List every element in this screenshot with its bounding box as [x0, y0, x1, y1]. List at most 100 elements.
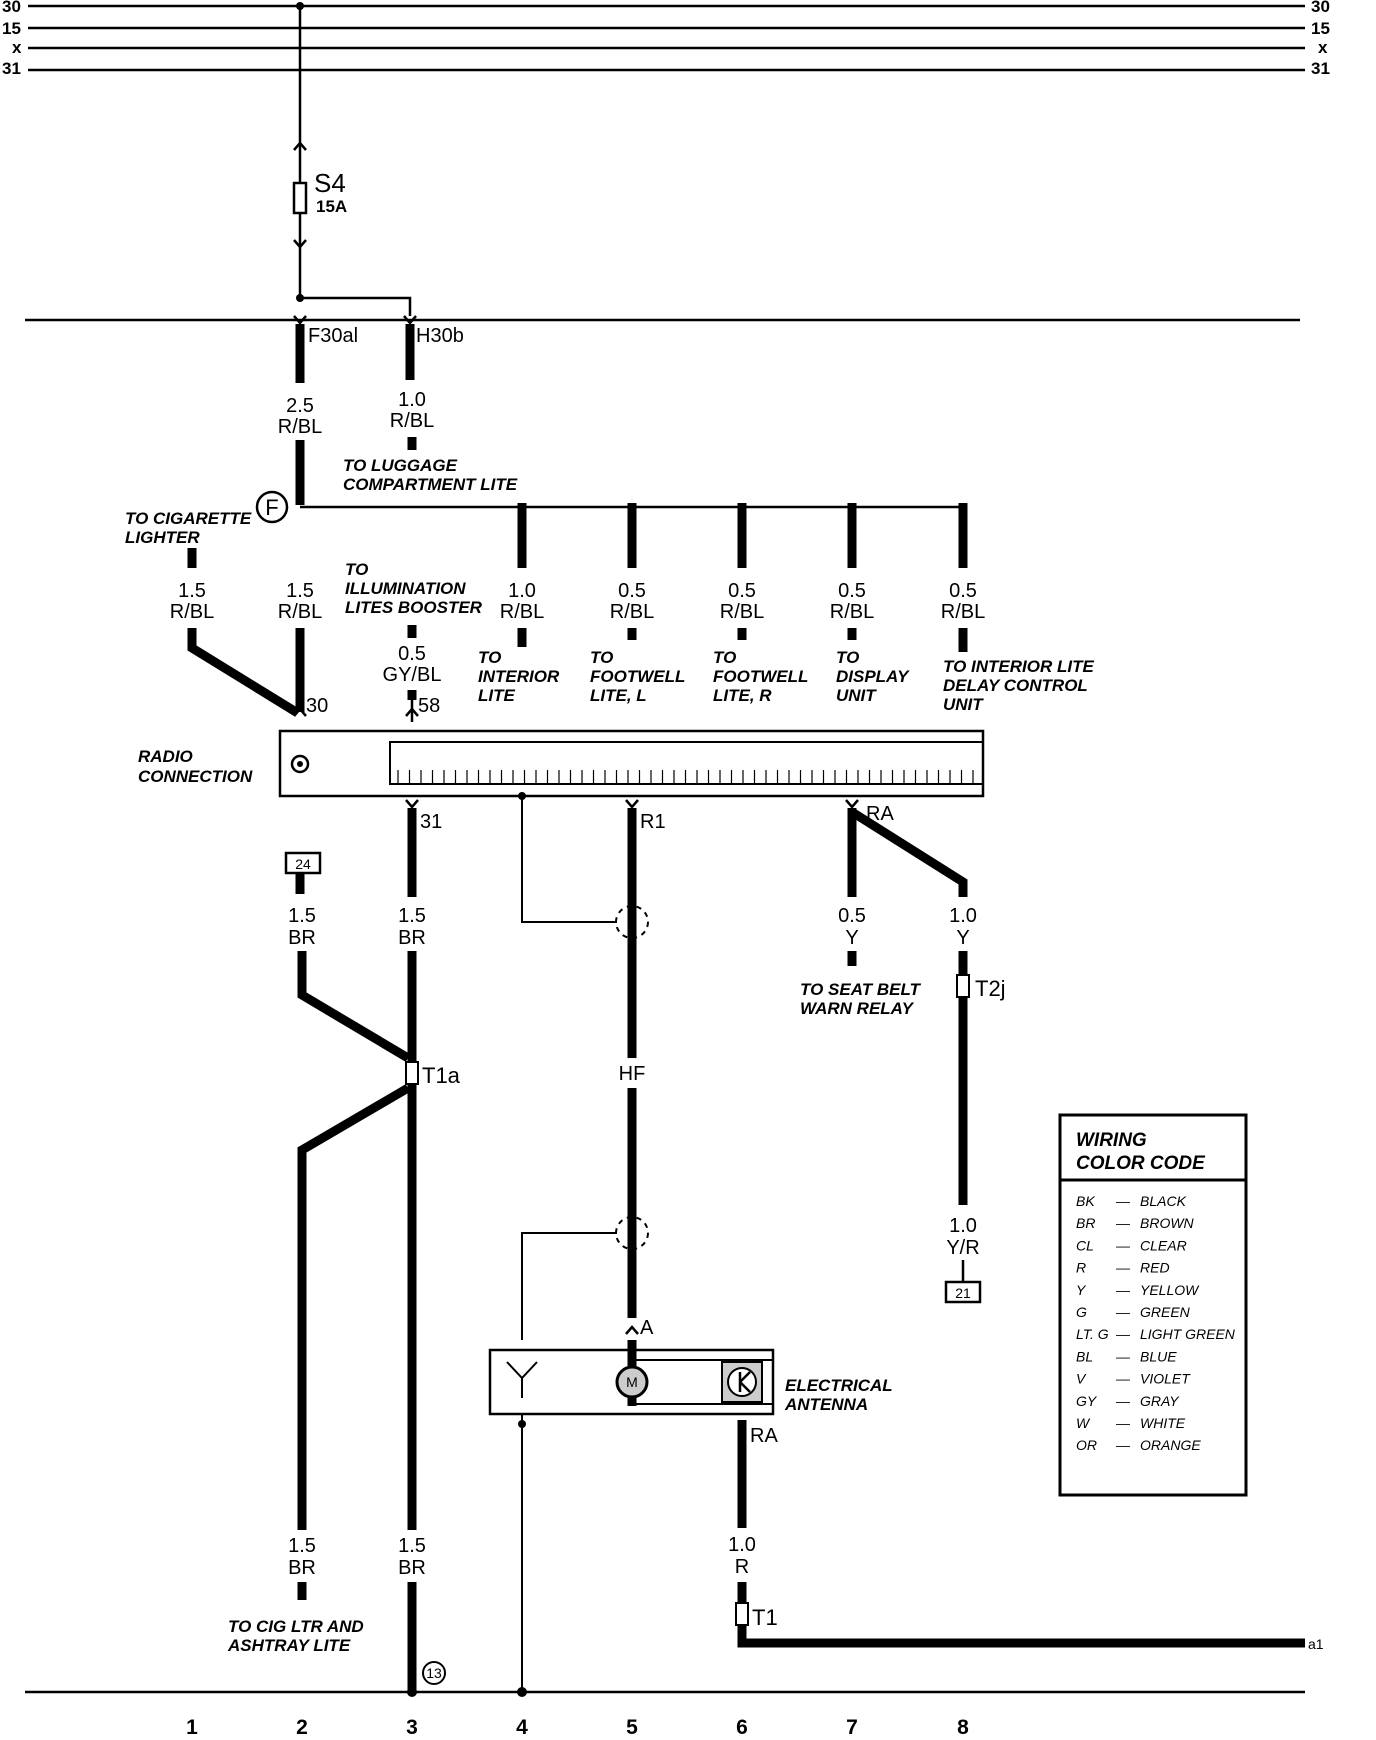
wire-col3-size: 1.5 — [398, 905, 426, 927]
wire-footwell-l-size: 0.5 — [618, 580, 646, 602]
column-number: 3 — [406, 1716, 418, 1739]
terminal-ra-antenna: RA — [750, 1425, 778, 1447]
fuse-name: S4 — [314, 168, 346, 198]
fuse-rating: 15A — [316, 197, 347, 216]
legend-title-1: WIRING — [1076, 1130, 1147, 1151]
legend-dash: — — [1115, 1326, 1131, 1342]
radio-connection: RADIO CONNECTION — [138, 729, 985, 798]
legend-color-name: BLUE — [1140, 1348, 1177, 1364]
wire-interior-color: R/BL — [500, 601, 544, 623]
legend-color-name: VIOLET — [1140, 1371, 1191, 1387]
note-antenna-1: ELECTRICAL — [785, 1376, 893, 1395]
bus-label-left-15: 15 — [2, 19, 21, 38]
legend-color-name: CLEAR — [1140, 1237, 1187, 1253]
legend-code: LT. G — [1076, 1326, 1109, 1342]
legend-dash: — — [1115, 1393, 1131, 1409]
note-illum-2: ILLUMINATION — [345, 579, 466, 598]
electrical-antenna: M ELECTRICAL ANTENNA — [488, 1340, 893, 1416]
wire-footwell-r-color: R/BL — [720, 601, 764, 623]
legend-dash: — — [1115, 1193, 1131, 1209]
legend-dash: — — [1115, 1237, 1131, 1253]
bus-label-right-x: x — [1318, 38, 1328, 57]
wire-col2-size: 1.5 — [288, 905, 316, 927]
wire-col2-color: BR — [288, 927, 316, 949]
legend-code: R — [1076, 1260, 1086, 1276]
legend-code: BL — [1076, 1348, 1093, 1364]
note-interior-2: INTERIOR — [478, 667, 560, 686]
wire-seatbelt-size: 0.5 — [838, 905, 866, 927]
wire-cig-color: R/BL — [170, 601, 214, 623]
wire-radio30-color: R/BL — [278, 601, 322, 623]
column-number: 4 — [516, 1716, 528, 1739]
note-interior-3: LITE — [478, 686, 515, 705]
bus-label-left-x: x — [12, 38, 22, 57]
fuse-s4: S4 15A — [292, 2, 347, 298]
terminal-h30b: H30b — [416, 325, 464, 347]
note-cig-1: TO CIGARETTE — [125, 509, 252, 528]
wire-col3b-size: 1.5 — [398, 1535, 426, 1557]
legend-color-name: BROWN — [1140, 1215, 1195, 1231]
terminal-31: 31 — [420, 811, 442, 833]
note-cigltr-1: TO CIG LTR AND — [228, 1617, 364, 1636]
note-luggage-1: TO LUGGAGE — [343, 456, 458, 475]
legend-color-name: ORANGE — [1140, 1437, 1201, 1453]
legend-code: W — [1076, 1415, 1091, 1431]
connector-t2j-label: T2j — [975, 976, 1006, 1001]
note-footwell-l-1: TO — [590, 648, 613, 667]
legend-dash: — — [1115, 1282, 1131, 1298]
wire-luggage-size: 1.0 — [398, 389, 426, 411]
wire-58-color: GY/BL — [383, 664, 442, 686]
ref-box-21 — [944, 1280, 982, 1304]
radio-connector-pins — [397, 770, 974, 784]
column-number: 1 — [186, 1716, 198, 1739]
note-display-2: DISPLAY — [836, 667, 910, 686]
legend-code: G — [1076, 1304, 1087, 1320]
connector-t2j — [956, 974, 970, 998]
wire-58-size: 0.5 — [398, 643, 426, 665]
connector-t1-label: T1 — [752, 1605, 778, 1630]
terminal-f30al: F30al — [308, 325, 358, 347]
wire-radio30-size: 1.5 — [286, 580, 314, 602]
terminal-ra-radio: RA — [866, 803, 894, 825]
note-illum-3: LITES BOOSTER — [345, 598, 483, 617]
note-footwell-l-2: FOOTWELL — [590, 667, 685, 686]
wire-col6-color: R — [735, 1556, 749, 1578]
wire-cig-size: 1.5 — [178, 580, 206, 602]
note-luggage-2: COMPARTMENT LITE — [343, 475, 518, 494]
power-bus: 30 15 x 31 30 15 x 31 — [2, 0, 1330, 78]
note-illum-1: TO — [345, 560, 368, 579]
splice-f-symbol — [255, 490, 289, 524]
legend-dash: — — [1115, 1348, 1131, 1364]
wire-luggage-color: R/BL — [390, 410, 434, 432]
bus-label-left-30: 30 — [2, 0, 21, 16]
note-interior-1: TO — [478, 648, 501, 667]
note-cig-2: LIGHTER — [125, 528, 200, 547]
column-number: 6 — [736, 1716, 748, 1739]
wire-col3b-color: BR — [398, 1557, 426, 1579]
wire-delay-size: 0.5 — [949, 580, 977, 602]
legend-color-name: BLACK — [1140, 1193, 1187, 1209]
legend-color-name: GRAY — [1140, 1393, 1180, 1409]
terminal-58: 58 — [418, 695, 440, 717]
note-footwell-r-2: FOOTWELL — [713, 667, 808, 686]
legend-color-name: WHITE — [1140, 1415, 1186, 1431]
terminal-a: A — [640, 1317, 654, 1339]
terminal-a1: a1 — [1308, 1636, 1324, 1652]
wire-display-size: 0.5 — [838, 580, 866, 602]
wire-col8-color: Y — [956, 927, 969, 949]
legend-color-name: LIGHT GREEN — [1140, 1326, 1236, 1342]
legend-code: BR — [1076, 1215, 1095, 1231]
note-seatbelt-1: TO SEAT BELT — [800, 980, 922, 999]
wire-col8-size: 1.0 — [949, 905, 977, 927]
wire-footwell-l-color: R/BL — [610, 601, 654, 623]
column-number: 5 — [626, 1716, 638, 1739]
splice-f-label: F — [265, 495, 278, 520]
bus-label-left-31: 31 — [2, 59, 21, 78]
legend-code: Y — [1076, 1282, 1087, 1298]
note-footwell-r-3: LITE, R — [713, 686, 772, 705]
note-radio-2: CONNECTION — [138, 767, 253, 786]
wire-col2b-size: 1.5 — [288, 1535, 316, 1557]
note-footwell-r-1: TO — [713, 648, 736, 667]
